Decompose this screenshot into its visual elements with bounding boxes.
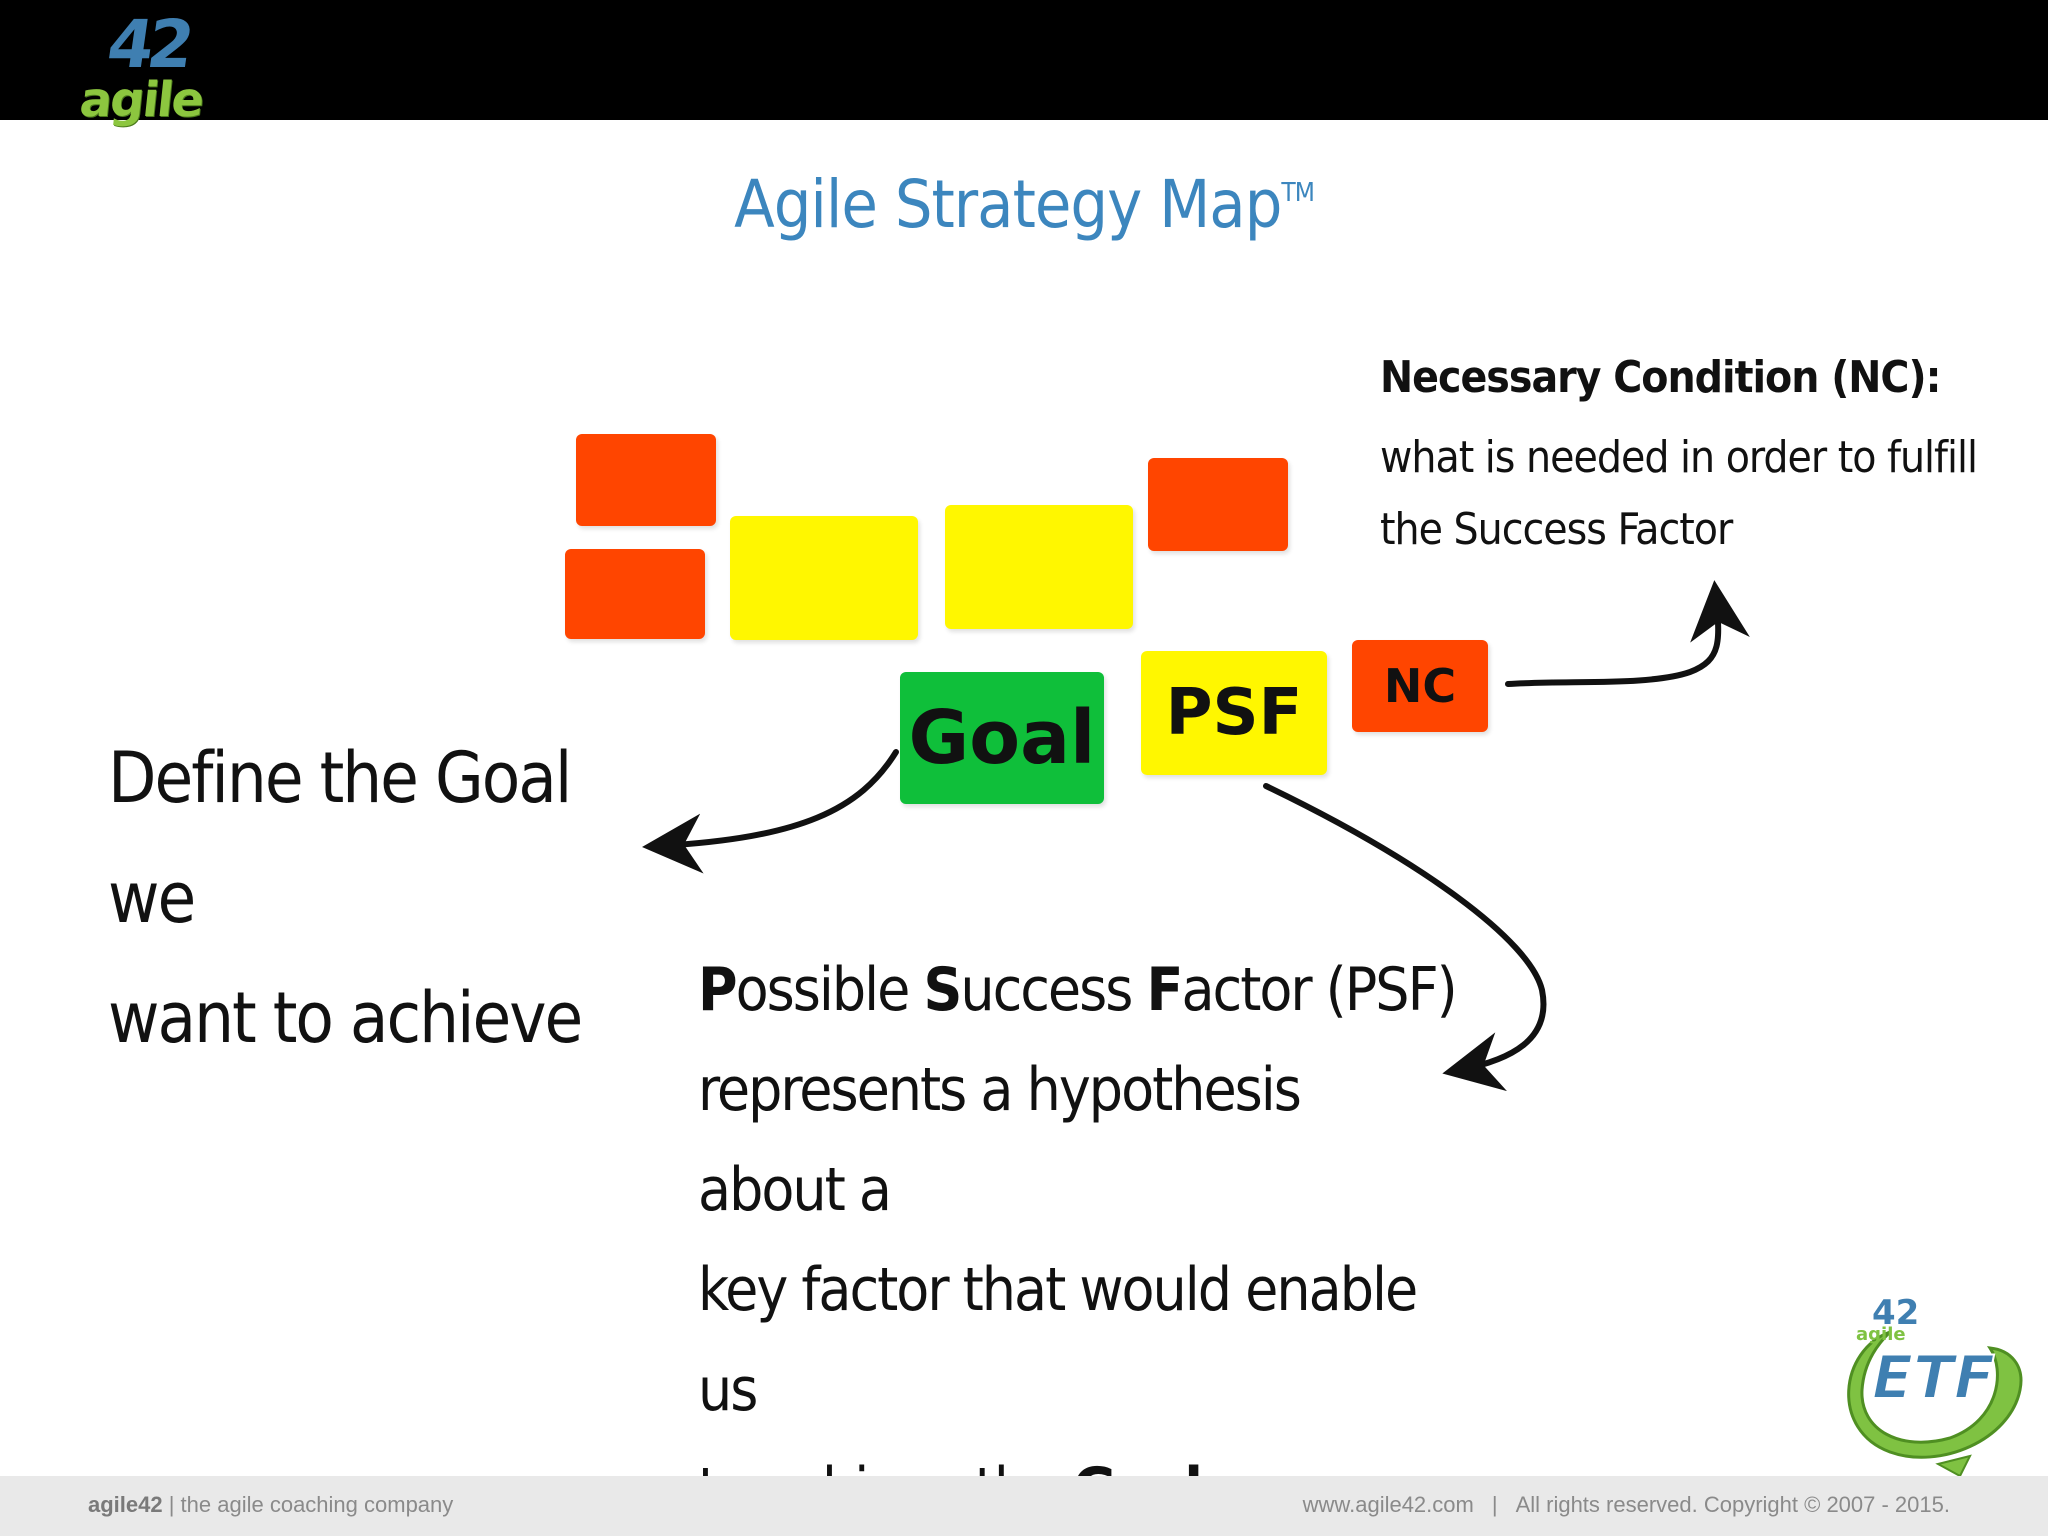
sticky-red-1 [576, 434, 716, 526]
goal-line-1: Define the Goal we [108, 737, 572, 939]
footer: agile42 | the agile coaching company www… [0, 1476, 2048, 1536]
arrows-layer [642, 580, 1750, 1092]
psf-word-actor: actor (PSF) [1181, 955, 1457, 1025]
etf-logo: 42 agile ETF [1847, 1293, 2023, 1478]
goal-sticky-label: Goal [908, 695, 1096, 781]
nc-heading: Necessary Condition (NC): [1380, 352, 1941, 403]
sticky-yellow-1 [730, 516, 918, 640]
sticky-yellow-2 [945, 505, 1133, 629]
nc-description: what is needed in order to fulfill the S… [1380, 422, 2000, 566]
title-text: Agile Strategy Map [734, 166, 1282, 243]
psf-line-1: Possible Success Factor (PSF) [698, 940, 1458, 1040]
arrow-nc-to-definition [1505, 580, 1750, 687]
etf-arrow-icon [1935, 1454, 1972, 1478]
top-bar [0, 0, 2048, 120]
arrow-goal-to-definition [642, 749, 899, 874]
psf-initial-f: F [1146, 955, 1184, 1025]
etf-text: ETF [1872, 1343, 1995, 1413]
footer-tagline: | the agile coaching company [162, 1492, 454, 1517]
footer-right: www.agile42.com | All rights reserved. Cop… [1303, 1492, 1950, 1518]
nc-sticky-label: NC [1383, 659, 1457, 713]
nc-line-2: the Success Factor [1380, 504, 1733, 555]
psf-sticky: PSF [1141, 651, 1327, 775]
footer-copyright: All rights reserved. Copyright © 2007 - … [1515, 1492, 1950, 1517]
footer-brand: agile42 [88, 1492, 163, 1517]
etf-swoosh-icon [1847, 1330, 2023, 1459]
etf-word: agile [1856, 1324, 1906, 1345]
psf-word-ossible: ossible [735, 955, 924, 1025]
psf-line-3: key factor that would enable us [698, 1255, 1418, 1425]
goal-sticky: Goal [900, 672, 1104, 804]
nc-sticky: NC [1352, 640, 1488, 732]
goal-line-2: want to achieve [108, 977, 583, 1059]
sticky-red-2 [565, 549, 705, 639]
page-title: Agile Strategy MapTM [0, 166, 2048, 243]
psf-description: Possible Success Factor (PSF) represents… [698, 940, 1458, 1540]
etf-number: 42 [1872, 1293, 1919, 1333]
trademark-mark: TM [1281, 178, 1314, 208]
goal-description: Define the Goal we want to achieve [108, 718, 668, 1078]
sticky-red-3 [1148, 458, 1288, 551]
nc-line-1: what is needed in order to fulfill [1380, 432, 1978, 483]
psf-initial-s: S [923, 955, 962, 1025]
footer-left: agile42 | the agile coaching company [88, 1492, 453, 1518]
arrow-psf-to-description [1263, 783, 1547, 1092]
psf-sticky-label: PSF [1165, 676, 1303, 750]
footer-separator: | [1491, 1492, 1498, 1517]
footer-url[interactable]: www.agile42.com [1302, 1492, 1474, 1517]
psf-initial-p: P [698, 955, 738, 1025]
psf-line-2: represents a hypothesis about a [698, 1055, 1302, 1225]
psf-word-uccess: uccess [960, 955, 1147, 1025]
